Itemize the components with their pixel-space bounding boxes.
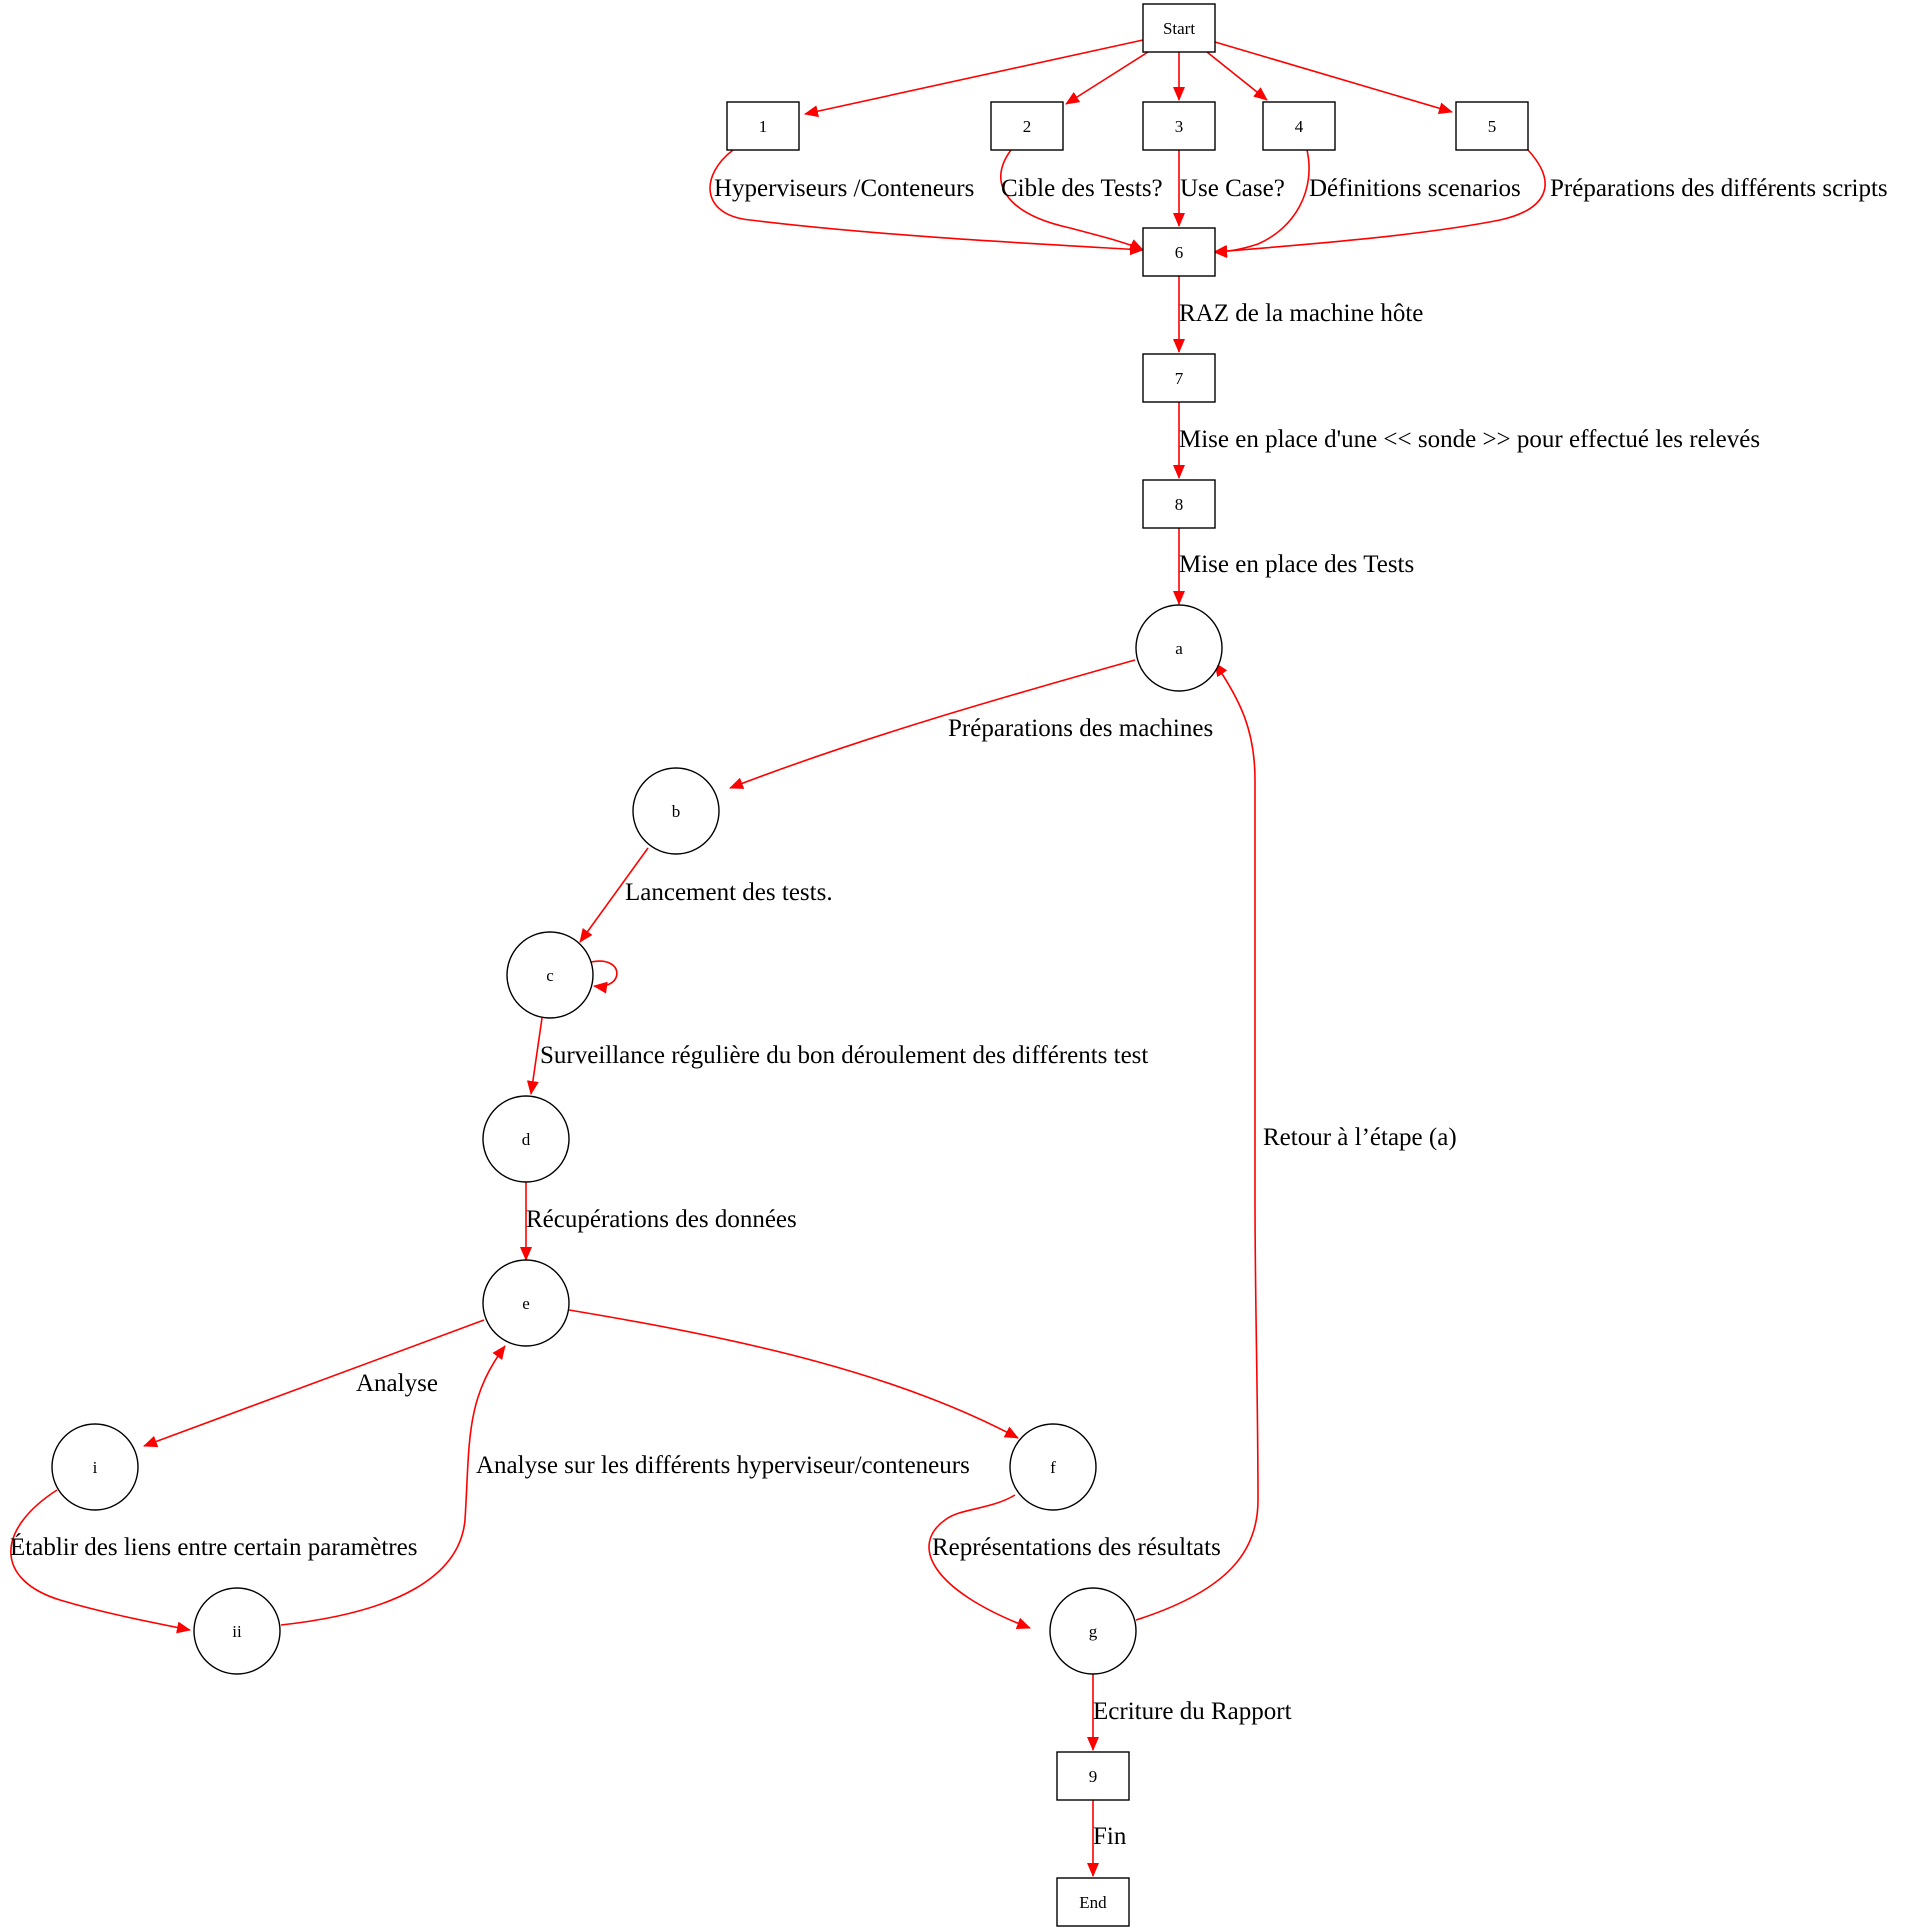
node-i-label: i bbox=[93, 1458, 98, 1477]
node-start-label: Start bbox=[1163, 19, 1195, 38]
node-8-label: 8 bbox=[1175, 495, 1184, 514]
edge-f-g bbox=[928, 1494, 1031, 1629]
node-e: e bbox=[482, 1259, 570, 1347]
node-5: 5 bbox=[1455, 101, 1529, 151]
edge-e-f bbox=[568, 1309, 1019, 1439]
edge-ii-e bbox=[280, 1345, 506, 1626]
edge-start-2 bbox=[1065, 51, 1149, 105]
edge-label-d-e: Récupérations des données bbox=[526, 1206, 797, 1233]
edge-label-5-6: Préparations des différents scripts bbox=[1550, 175, 1888, 202]
node-i: i bbox=[51, 1423, 139, 1511]
node-7: 7 bbox=[1142, 353, 1216, 403]
edges bbox=[10, 39, 1546, 1877]
edge-labels: Hyperviseurs /Conteneurs Cible des Tests… bbox=[10, 175, 1888, 1850]
node-g-label: g bbox=[1089, 1622, 1098, 1641]
node-3: 3 bbox=[1142, 101, 1216, 151]
node-f-label: f bbox=[1050, 1458, 1056, 1477]
node-6-label: 6 bbox=[1175, 243, 1184, 262]
node-3-label: 3 bbox=[1175, 117, 1184, 136]
node-c-label: c bbox=[546, 966, 554, 985]
edge-label-i-ii: Établir des liens entre certain paramètr… bbox=[10, 1533, 417, 1561]
edge-label-b-c: Lancement des tests. bbox=[625, 879, 833, 906]
edge-5-6 bbox=[1213, 149, 1546, 257]
edge-label-9-end: Fin bbox=[1093, 1823, 1127, 1850]
node-2-label: 2 bbox=[1023, 117, 1032, 136]
edge-i-ii bbox=[10, 1489, 191, 1634]
edge-label-g-a: Retour à l’étape (a) bbox=[1263, 1124, 1457, 1151]
edge-label-c-d: Surveillance régulière du bon déroulemen… bbox=[540, 1042, 1148, 1069]
edge-a-b bbox=[729, 659, 1136, 789]
node-g: g bbox=[1049, 1587, 1137, 1675]
edge-2-6 bbox=[1000, 149, 1144, 251]
edge-c-self bbox=[590, 960, 618, 994]
edge-g-a bbox=[1135, 662, 1259, 1621]
node-ii: ii bbox=[193, 1587, 281, 1675]
edge-label-e-i: Analyse bbox=[356, 1370, 438, 1397]
edge-c-d bbox=[526, 1017, 543, 1095]
node-ii-label: ii bbox=[232, 1622, 242, 1641]
edge-start-4 bbox=[1206, 51, 1268, 101]
edge-label-1-6: Hyperviseurs /Conteneurs bbox=[714, 175, 974, 202]
edge-label-7-8: Mise en place d'une << sonde >> pour eff… bbox=[1179, 426, 1760, 453]
nodes: Start 1 2 3 4 5 6 7 bbox=[51, 3, 1529, 1927]
node-7-label: 7 bbox=[1175, 369, 1184, 388]
node-8: 8 bbox=[1142, 479, 1216, 529]
edge-label-2-6: Cible des Tests? bbox=[1001, 175, 1163, 202]
node-d: d bbox=[482, 1095, 570, 1183]
edge-label-g-9: Ecriture du Rapport bbox=[1093, 1698, 1292, 1725]
edge-label-4-6: Définitions scenarios bbox=[1309, 175, 1521, 202]
node-a: a bbox=[1135, 604, 1223, 692]
node-4: 4 bbox=[1262, 101, 1336, 151]
edge-label-a-b: Préparations des machines bbox=[948, 715, 1213, 742]
edge-start-5 bbox=[1214, 41, 1453, 115]
node-9-label: 9 bbox=[1089, 1767, 1098, 1786]
node-6: 6 bbox=[1142, 227, 1216, 277]
edge-label-f-g: Représentations des résultats bbox=[932, 1534, 1221, 1561]
node-e-label: e bbox=[522, 1294, 530, 1313]
node-2: 2 bbox=[990, 101, 1064, 151]
edge-label-ii-e: Analyse sur les différents hyperviseur/c… bbox=[476, 1452, 970, 1479]
node-end-label: End bbox=[1079, 1893, 1107, 1912]
node-a-label: a bbox=[1175, 639, 1183, 658]
node-5-label: 5 bbox=[1488, 117, 1497, 136]
node-1: 1 bbox=[726, 101, 800, 151]
node-9: 9 bbox=[1056, 1751, 1130, 1801]
edge-1-6 bbox=[709, 149, 1144, 256]
node-b: b bbox=[632, 767, 720, 855]
node-f: f bbox=[1009, 1423, 1097, 1511]
node-end: End bbox=[1056, 1877, 1130, 1927]
edge-label-6-7: RAZ de la machine hôte bbox=[1179, 300, 1423, 327]
edge-b-c bbox=[579, 847, 649, 943]
node-4-label: 4 bbox=[1295, 117, 1304, 136]
edge-label-8-a: Mise en place des Tests bbox=[1179, 551, 1414, 578]
node-b-label: b bbox=[672, 802, 681, 821]
edge-label-3-6: Use Case? bbox=[1180, 175, 1285, 202]
edge-start-1 bbox=[804, 39, 1144, 118]
node-c: c bbox=[506, 931, 594, 1019]
edge-e-i bbox=[143, 1319, 485, 1448]
node-1-label: 1 bbox=[759, 117, 768, 136]
node-start: Start bbox=[1142, 3, 1216, 53]
node-d-label: d bbox=[522, 1130, 531, 1149]
